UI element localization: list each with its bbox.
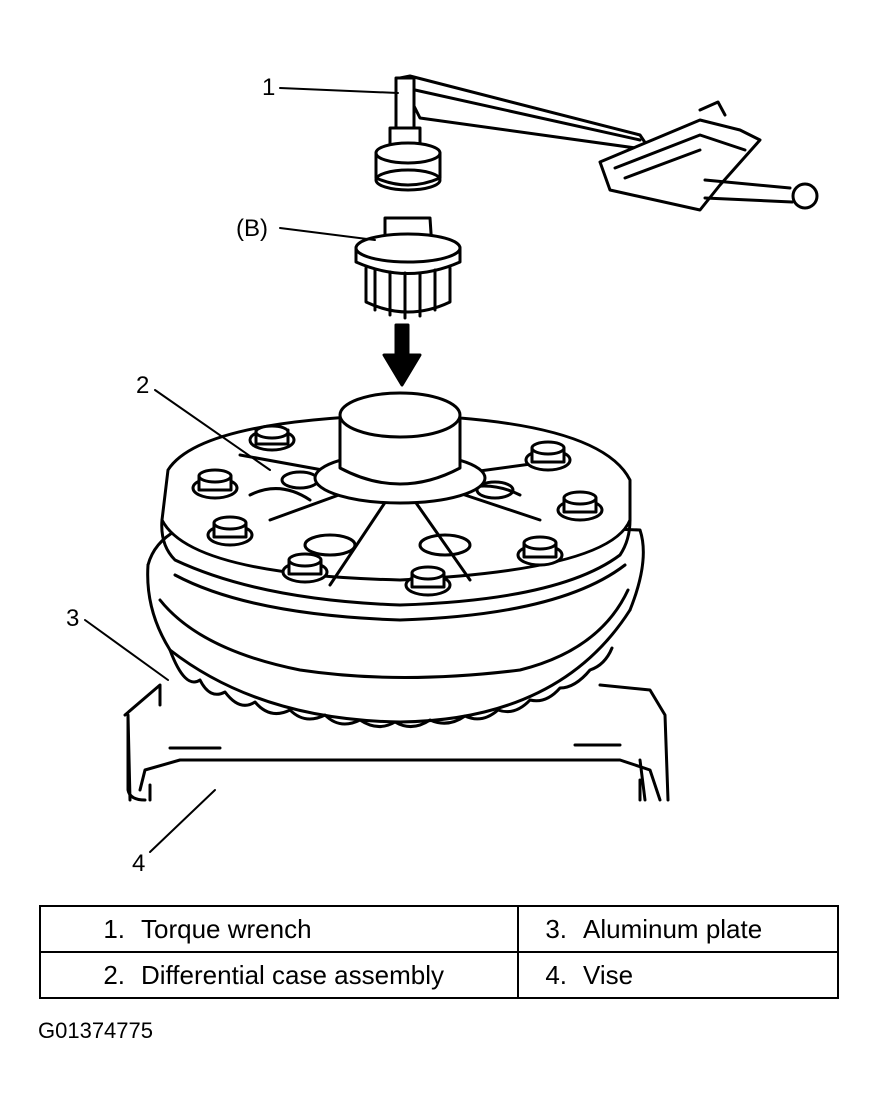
differential-case-assembly — [146, 391, 645, 728]
legend-label: Aluminum plate — [583, 913, 763, 944]
callout-3: 3 — [66, 605, 80, 632]
bolts — [191, 424, 604, 597]
callout-4: 4 — [132, 850, 146, 877]
leader-lines — [84, 87, 399, 853]
legend-label: Vise — [583, 959, 634, 990]
legend-label: Differential case assembly — [141, 959, 444, 990]
legend-number: 2. — [103, 959, 125, 990]
legend-table: 1. Torque wrench 3. Aluminum plate 2. Diffe… — [39, 905, 839, 999]
legend-row: 2. Differential case assembly 4. Vise — [39, 951, 839, 999]
callout-b: (B) — [236, 215, 268, 242]
figure-code: G01374775 — [38, 1018, 153, 1043]
legend-number: 4. — [545, 959, 567, 990]
differential-illustration — [84, 74, 819, 853]
callout-1: 1 — [262, 74, 276, 101]
legend-number: 1. — [103, 913, 125, 944]
special-tool-b — [354, 216, 462, 320]
legend-row: 1. Torque wrench 3. Aluminum plate — [39, 905, 839, 953]
legend-label: Torque wrench — [141, 913, 312, 944]
down-arrow — [382, 323, 422, 387]
callout-2: 2 — [136, 372, 150, 399]
vise — [123, 683, 670, 802]
torque-wrench — [374, 74, 819, 212]
legend-number: 3. — [545, 913, 567, 944]
